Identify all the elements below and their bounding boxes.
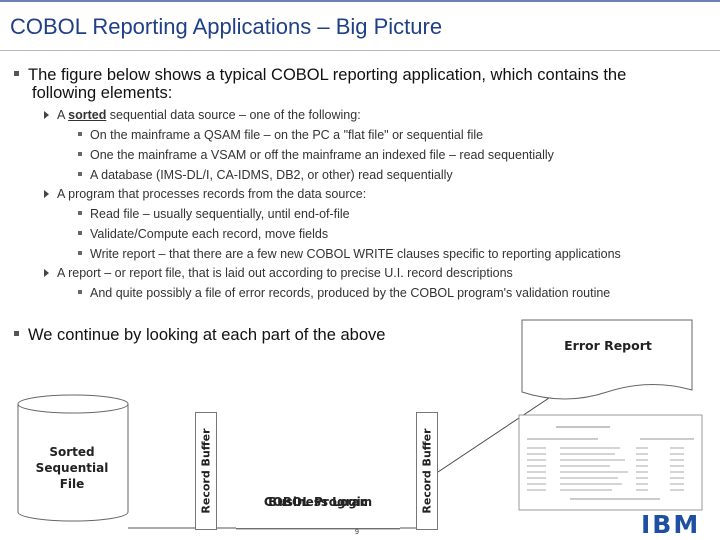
label-line: Sequential — [35, 461, 109, 475]
slide-title: COBOL Reporting Applications – Big Pictu… — [10, 14, 443, 39]
item-text: A database (IMS-DL/I, CA-IDMS, DB2, or o… — [90, 168, 453, 182]
list-item: One the mainframe a VSAM or off the main… — [78, 148, 554, 162]
label-line: Sorted — [49, 445, 95, 459]
record-buffer-left: Record Buffer — [195, 412, 217, 530]
program-label-line: COBOL Program — [263, 495, 373, 509]
triangle-bullet-icon — [44, 268, 49, 277]
item-text: On the mainframe a QSAM file – on the PC… — [90, 128, 484, 142]
cobol-program-box: COBOL Program Business Logic — [236, 412, 400, 528]
error-report-document-icon — [521, 319, 693, 400]
sorted-sequential-file-label: Sorted Sequential File — [14, 444, 130, 492]
ibm-logo: IBM — [641, 510, 701, 539]
intro-line-1: The figure below shows a typical COBOL r… — [28, 66, 627, 84]
arrow-to-error-report — [437, 383, 571, 473]
item-text: A program that processes records from th… — [57, 187, 367, 201]
list-item-report: A report – or report file, that is laid … — [44, 266, 513, 280]
item-text: Validate/Compute each record, move field… — [90, 227, 329, 241]
list-item: Write report – that there are a few new … — [78, 247, 621, 261]
sorted-file-cylinder-icon — [17, 394, 129, 522]
record-buffer-right: Record Buffer — [416, 412, 438, 530]
list-item-program: A program that processes records from th… — [44, 187, 366, 201]
program-label-line: Business Logic — [268, 495, 368, 509]
continue-bullet: We continue by looking at each part of t… — [14, 326, 385, 344]
item-text: A report – or report file, that is laid … — [57, 266, 513, 280]
list-item: And quite possibly a file of error recor… — [78, 286, 610, 300]
list-item-data-source: A sorted sequential data source – one of… — [44, 108, 361, 122]
record-buffer-label: Record Buffer — [420, 428, 434, 514]
record-buffer-label: Record Buffer — [199, 428, 213, 514]
item-text: Write report – that there are a few new … — [90, 247, 621, 261]
item-text-bold: sorted — [68, 108, 107, 122]
item-text-pre: A — [57, 108, 69, 122]
square-bullet-icon — [78, 230, 82, 235]
triangle-bullet-icon — [44, 110, 49, 119]
intro-bullet: The figure below shows a typical COBOL r… — [14, 66, 626, 102]
continue-text: We continue by looking at each part of t… — [28, 326, 386, 344]
page-number: 9 — [355, 529, 359, 536]
item-text: Read file – usually sequentially, until … — [90, 207, 350, 221]
list-item: A database (IMS-DL/I, CA-IDMS, DB2, or o… — [78, 168, 453, 182]
top-accent-line — [0, 0, 720, 2]
item-text-post: sequential data source – one of the foll… — [106, 108, 361, 122]
list-item: On the mainframe a QSAM file – on the PC… — [78, 128, 483, 142]
report-thumbnail-image — [518, 414, 703, 511]
square-bullet-icon — [14, 71, 19, 77]
square-bullet-icon — [78, 171, 82, 176]
square-bullet-icon — [78, 250, 82, 255]
list-item: Read file – usually sequentially, until … — [78, 207, 350, 221]
item-text: One the mainframe a VSAM or off the main… — [90, 148, 554, 162]
list-item: Validate/Compute each record, move field… — [78, 227, 328, 241]
item-text: And quite possibly a file of error recor… — [90, 286, 611, 300]
title-divider — [0, 50, 720, 51]
square-bullet-icon — [14, 331, 19, 337]
intro-line-2: following elements: — [32, 84, 173, 102]
square-bullet-icon — [78, 131, 82, 136]
label-line: File — [59, 477, 85, 491]
square-bullet-icon — [78, 289, 82, 294]
error-report-label: Error Report — [564, 338, 652, 353]
square-bullet-icon — [78, 210, 82, 215]
triangle-bullet-icon — [44, 189, 49, 198]
square-bullet-icon — [78, 151, 82, 156]
